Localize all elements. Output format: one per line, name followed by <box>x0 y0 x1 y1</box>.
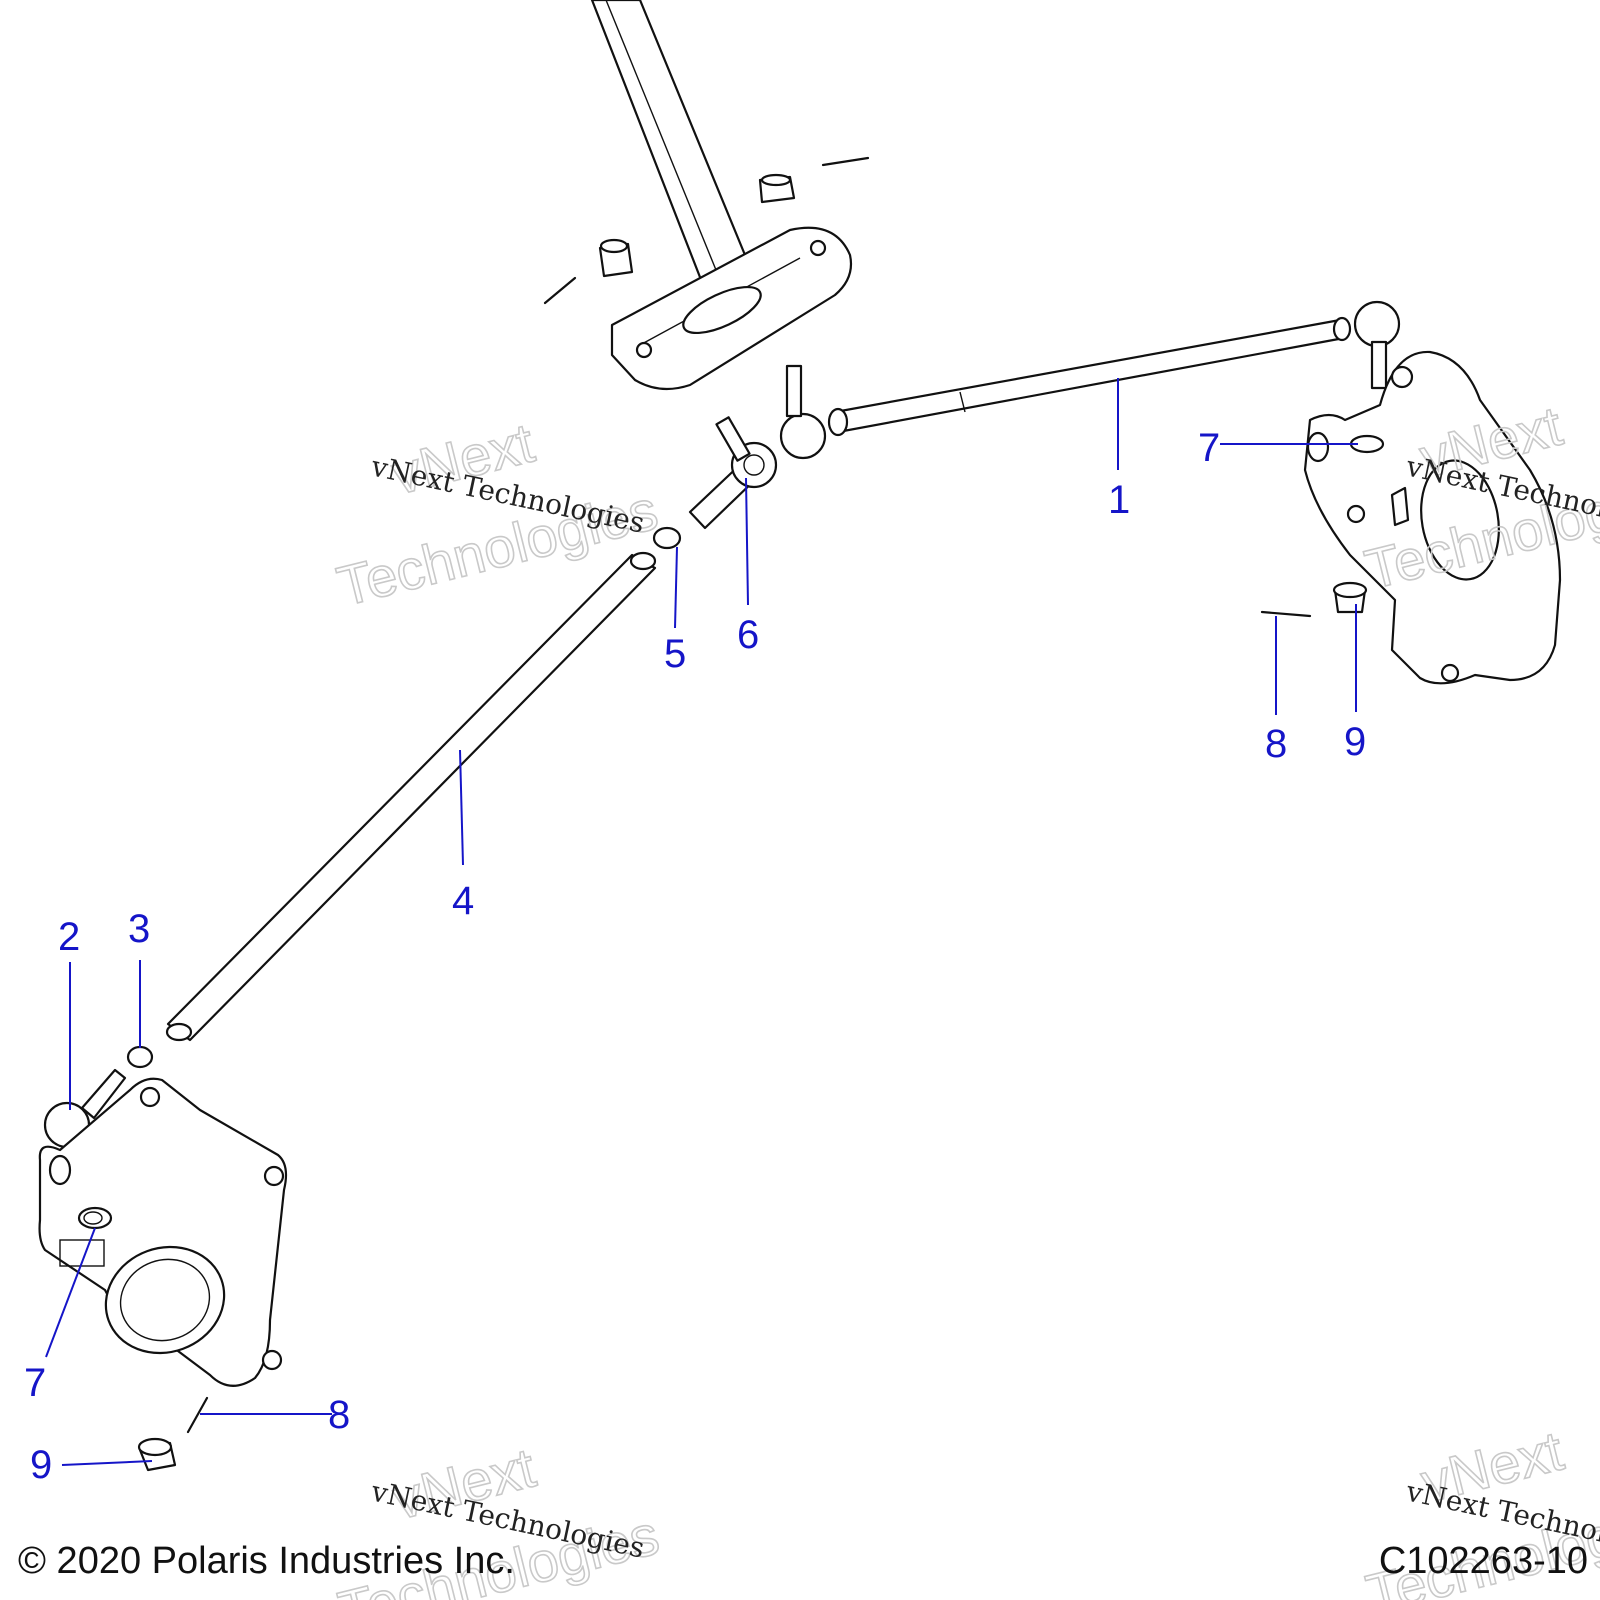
tie-rod-end <box>688 416 778 530</box>
figure-code: C102263-10 <box>1379 1540 1588 1582</box>
right-knuckle <box>1303 350 1562 685</box>
callout-7-right: 7 <box>1198 426 1220 470</box>
leader-lines <box>45 378 1358 1466</box>
callout-9-left: 9 <box>30 1443 52 1487</box>
left-knuckle <box>38 1077 288 1387</box>
tie-rod-assembly <box>779 300 1401 460</box>
long-rod <box>165 551 657 1042</box>
small-nut <box>126 1045 154 1069</box>
callout-8-right: 8 <box>1265 722 1287 766</box>
castle-nut-right <box>1332 581 1368 614</box>
callout-7-left: 7 <box>24 1361 46 1405</box>
copyright-text: © 2020 Polaris Industries Inc. <box>18 1540 515 1582</box>
callout-labels: 1 2 3 4 5 6 7 7 8 8 9 9 <box>24 426 1366 1487</box>
washer-left <box>83 1211 103 1225</box>
callout-3: 3 <box>128 907 150 951</box>
callout-5: 5 <box>664 632 686 676</box>
cotter-pin-right <box>1260 610 1312 618</box>
callout-1: 1 <box>1108 478 1130 522</box>
callout-2: 2 <box>58 915 80 959</box>
mount-hardware <box>543 156 870 305</box>
callout-6: 6 <box>737 613 759 657</box>
castle-nut-left <box>137 1437 177 1472</box>
callout-8-left: 8 <box>328 1393 350 1437</box>
callout-4: 4 <box>452 879 474 923</box>
steering-mount-bracket <box>610 226 853 391</box>
jam-nut <box>652 526 682 550</box>
cotter-pin-left <box>186 1396 209 1434</box>
callout-9-right: 9 <box>1344 720 1366 764</box>
